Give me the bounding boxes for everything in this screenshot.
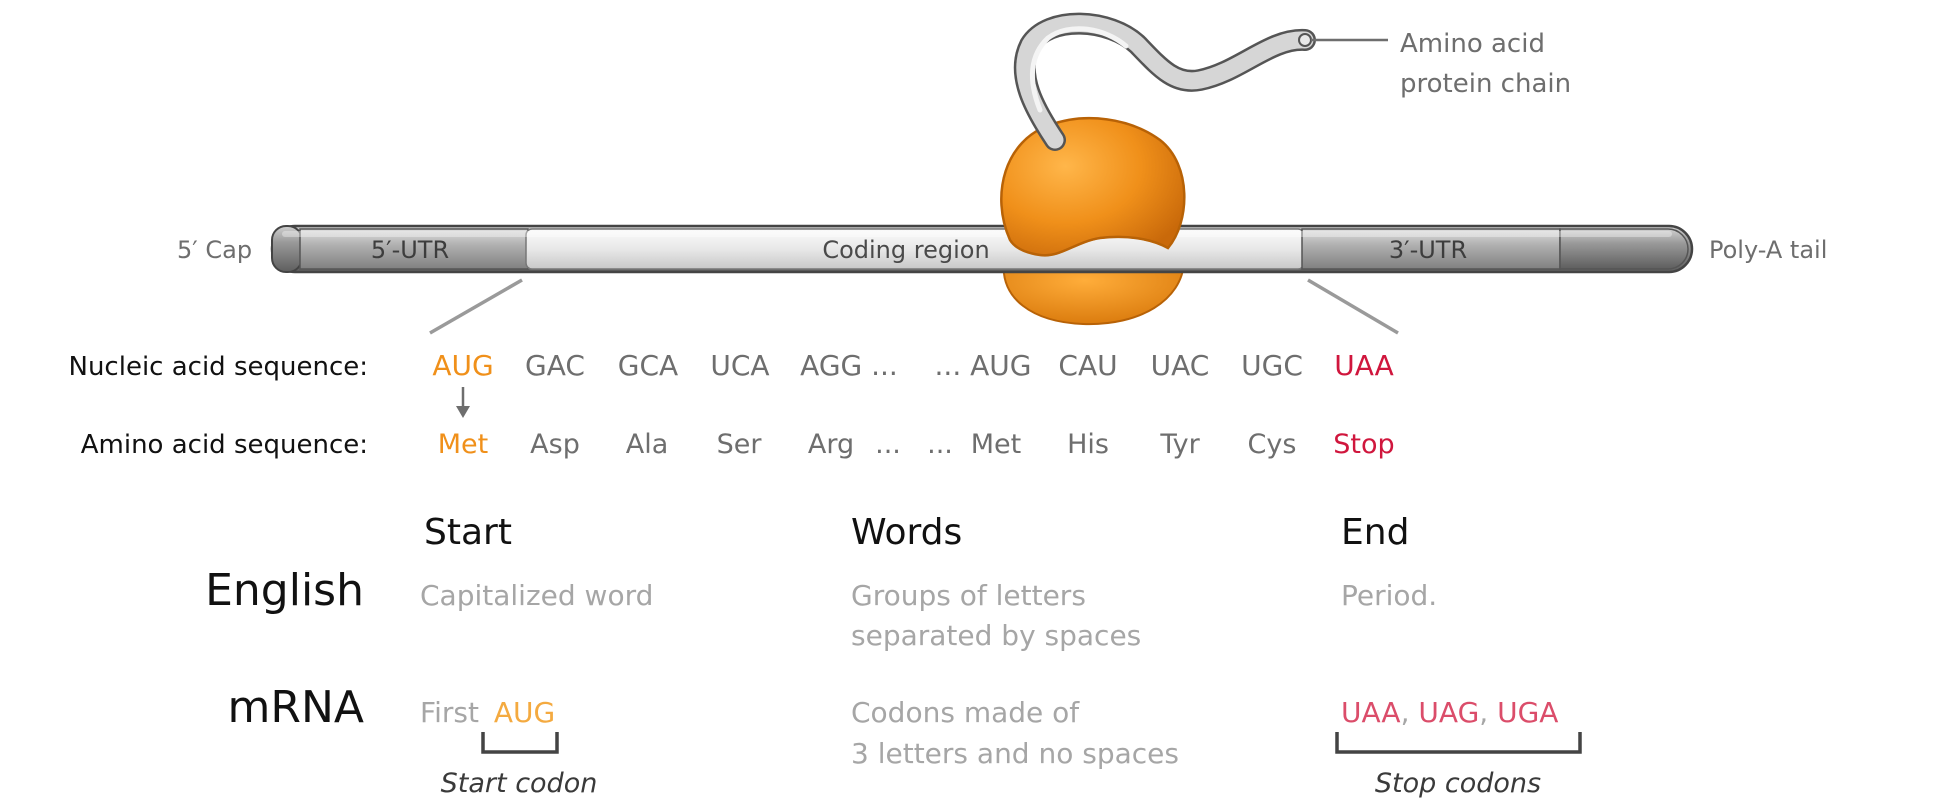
- protein-label-line2: protein chain: [1400, 69, 1571, 99]
- polya-label: Poly-A tail: [1709, 236, 1827, 264]
- amino-10: Stop: [1333, 429, 1394, 460]
- stop-separator-2: ,: [1479, 696, 1488, 729]
- stop-separator-1: ,: [1401, 696, 1410, 729]
- codon-6: ... AUG: [935, 349, 1032, 382]
- zoom-line-right: [1307, 278, 1399, 335]
- amino-3: Ala: [626, 429, 669, 460]
- header-start: Start: [424, 512, 512, 553]
- english-words-line2: separated by spaces: [851, 619, 1141, 652]
- amino-6: Met: [971, 429, 1022, 460]
- protein-label-line1: Amino acid: [1400, 29, 1545, 59]
- mrna-stop-codons: UAA, UAG, UGA: [1341, 696, 1558, 729]
- codon-10: UAA: [1334, 349, 1394, 382]
- utr3-segment: [1301, 228, 1561, 270]
- cap-label: 5′ Cap: [177, 236, 252, 264]
- amino-ellipsis-2: ...: [927, 429, 953, 460]
- start-codon-caption: Start codon: [441, 768, 598, 799]
- protein-chain-end: [1298, 33, 1312, 47]
- coding-region-label: Coding region: [822, 236, 989, 264]
- amino-8: Tyr: [1159, 429, 1200, 460]
- row-label-english: English: [205, 565, 364, 616]
- stop-codon-2: UAG: [1418, 696, 1479, 729]
- utr5-segment: [299, 228, 529, 270]
- amino-acid-label: Amino acid sequence:: [81, 430, 368, 460]
- codon-4: UCA: [710, 349, 769, 382]
- header-end: End: [1341, 512, 1409, 553]
- protein-chain: [1013, 12, 1388, 151]
- nucleic-acid-sequence: AUG GAC GCA UCA AGG ... ... AUG CAU UAC …: [432, 349, 1393, 382]
- codon-9: UGC: [1241, 349, 1303, 382]
- english-words-line1: Groups of letters: [851, 579, 1086, 612]
- ribosome-small-subunit: [1002, 261, 1186, 326]
- codon-7: CAU: [1058, 349, 1117, 382]
- polya-segment: [1559, 228, 1689, 270]
- mrna-start: First AUG: [420, 696, 555, 729]
- utr3-label: 3′-UTR: [1389, 236, 1467, 264]
- amino-ellipsis-1: ...: [875, 429, 901, 460]
- stop-codon-1: UAA: [1341, 696, 1401, 729]
- amino-1: Met: [438, 429, 489, 460]
- amino-7: His: [1067, 429, 1109, 460]
- nucleic-acid-label: Nucleic acid sequence:: [69, 352, 369, 382]
- english-end: Period.: [1341, 579, 1437, 612]
- stop-codons-bracket: [1335, 732, 1582, 754]
- codon-8: UAC: [1151, 349, 1210, 382]
- codon-2: GAC: [525, 349, 585, 382]
- english-start: Capitalized word: [420, 579, 653, 612]
- comparison-table: Start Words End English Capitalized word…: [205, 512, 1582, 799]
- stop-codon-3: UGA: [1497, 696, 1558, 729]
- mrna-strand: [270, 224, 1694, 326]
- codon-5: AGG ...: [800, 349, 898, 382]
- mrna-start-codon: AUG: [494, 696, 555, 729]
- amino-2: Asp: [530, 429, 580, 460]
- zoom-line-left: [429, 278, 523, 335]
- amino-5: Arg: [808, 429, 854, 460]
- mrna-start-prefix: First: [420, 696, 479, 729]
- start-codon-bracket: [481, 732, 559, 754]
- row-label-mrna: mRNA: [228, 682, 364, 733]
- ribosome: [1000, 116, 1186, 257]
- amino-4: Ser: [717, 429, 763, 460]
- mrna-words-line2: 3 letters and no spaces: [851, 737, 1179, 770]
- amino-acid-sequence: Met Asp Ala Ser Arg ... ... Met His Tyr …: [438, 429, 1395, 460]
- amino-9: Cys: [1248, 429, 1297, 460]
- ribosome-large-subunit: [1000, 116, 1186, 257]
- utr5-label: 5′-UTR: [371, 236, 449, 264]
- codon-1: AUG: [432, 349, 493, 382]
- codon-3: GCA: [618, 349, 678, 382]
- translation-arrow: [456, 387, 470, 418]
- mrna-words-line1: Codons made of: [851, 696, 1080, 729]
- stop-codons-caption: Stop codons: [1375, 768, 1541, 799]
- header-words: Words: [851, 512, 962, 553]
